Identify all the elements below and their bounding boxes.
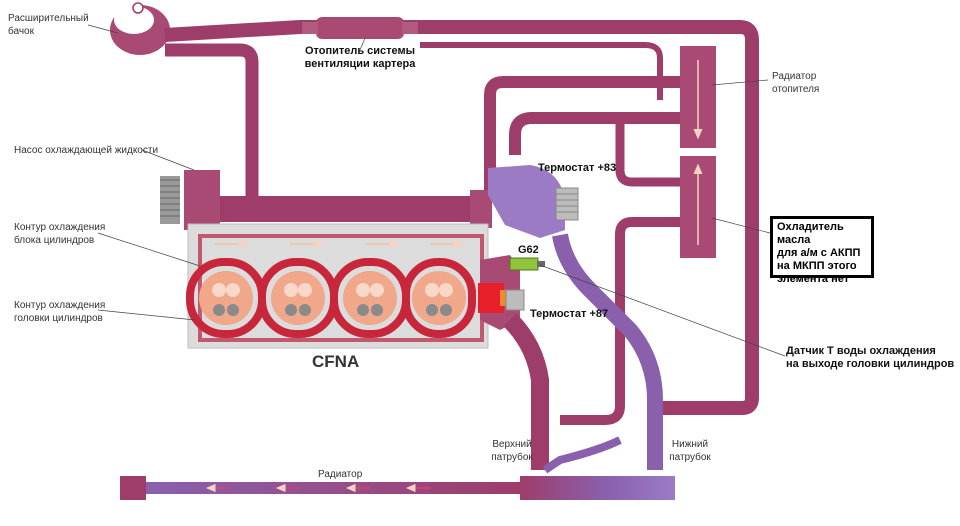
thermostat-87	[505, 289, 525, 311]
g62-sensor	[509, 257, 545, 271]
label-lower-hose: Нижний патрубок	[669, 439, 711, 463]
label-thermostat-87: Термостат +87	[530, 308, 609, 320]
expansion-tank	[110, 2, 170, 55]
top-pipes	[164, 20, 759, 415]
thermostat-83	[488, 165, 579, 238]
heater-feed-pipes	[484, 76, 680, 425]
label-thermostat-83: Термостат +83	[538, 162, 617, 174]
upper-hose-pipe	[503, 313, 549, 470]
label-crankcase-heater: Отопитель системы вентиляции картера	[304, 45, 416, 70]
label-upper-hose: Верхний патрубок	[491, 439, 533, 463]
oil-cooler	[680, 156, 716, 258]
heater-radiator	[680, 46, 716, 148]
coolant-pump	[160, 170, 220, 230]
label-expansion-tank: Расширительный бачок	[8, 13, 89, 37]
leader-lines	[87, 24, 786, 357]
radiator	[120, 476, 675, 500]
label-sensor-desc: Датчик Т воды охлаждения на выходе голов…	[786, 345, 955, 370]
label-radiator: Радиатор	[318, 469, 363, 480]
label-heater-radiator: Радиатор отопителя	[772, 71, 820, 95]
engine-block	[186, 223, 489, 349]
crankcase-heater	[302, 17, 418, 39]
cylinder-group	[199, 271, 466, 325]
label-block-circuit: Контур охлаждения блока цилиндров	[14, 222, 106, 246]
label-coolant-pump: Насос охлаждающей жидкости	[14, 145, 159, 156]
label-head-circuit: Контур охлаждения головки цилиндров	[14, 300, 106, 324]
lower-hose-pipe	[542, 233, 663, 474]
oil-cooler-note: Охладитель масла для а/м с АКПП на МКПП …	[770, 216, 874, 285]
engine-code: CFNA	[312, 352, 360, 371]
main-feed-pipe	[220, 190, 492, 228]
label-g62: G62	[518, 244, 539, 256]
